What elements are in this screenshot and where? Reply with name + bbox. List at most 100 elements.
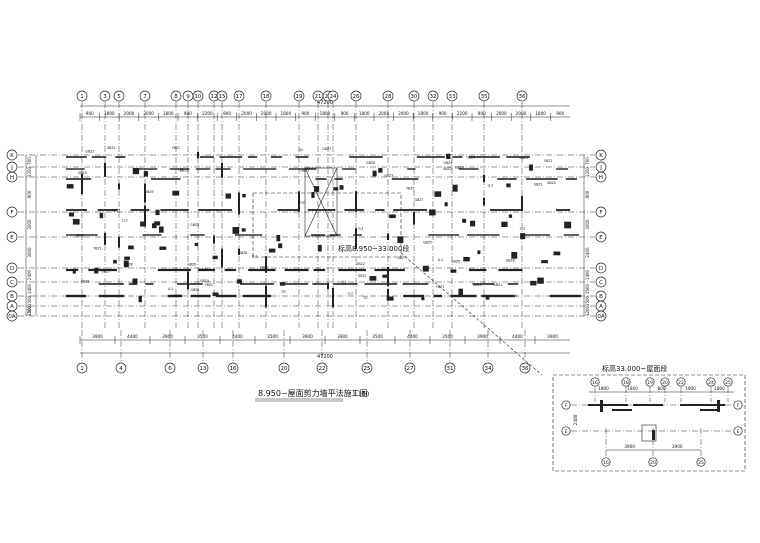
bottom-axis-6-bubble-label: 6 [168,366,172,372]
column-block [564,221,572,229]
left-dim-text: 1500 [27,305,32,316]
bottom-axis-36-bubble [519,362,531,374]
top-axis-15-bubble-label: 15 [219,94,226,100]
column-block [113,259,117,264]
left-axis-0A-bubble [6,310,18,322]
wall-label: Q1 [363,296,368,300]
right-axis-D-bubble [595,262,607,274]
wall-segment [313,268,326,272]
detail-core [641,424,657,442]
top-axis-19-bubble [293,90,305,102]
wall-label: LL3 [358,227,364,231]
left-axis-D-bubble-label: D [10,266,14,272]
column-block [278,243,283,249]
column-block [99,212,104,219]
wall-segment [311,234,326,236]
wall-segment [277,209,300,211]
column-block [268,248,276,253]
top-axis-33-bubble [446,90,458,102]
top-dim-text: 2000 [378,111,389,116]
column-block [128,245,134,250]
bottom-dim-text: 3900 [162,334,173,339]
bottom-axis-20-bubble-label: 20 [281,366,288,372]
top-axis-10-bubble-label: 10 [195,94,202,100]
detail-wall-stub [717,400,720,412]
column-block [382,274,388,278]
wall-segment [88,268,117,272]
wall-segment [364,283,398,285]
wall-label: GBZ4 [443,161,452,165]
wall-stub [213,235,215,244]
top-axis-32-bubble-label: 32 [430,94,437,100]
left-axis-0A-bubble-label: 0A [8,314,15,320]
top-axis-36-bubble [516,90,528,102]
wall-segment [526,178,558,180]
top-dim-text: 1800 [359,111,370,116]
right-axis-E-bubble-label: E [599,235,603,241]
top-axis-32-bubble [427,90,439,102]
column-block [372,170,377,177]
column-block [339,185,344,190]
top-axis-7-bubble-label: 7 [143,94,147,100]
top-dim-text: 1800 [320,111,331,116]
wall-label: LL1 [252,255,258,259]
top-axis-26-bubble [350,90,362,102]
wall-segment [215,168,231,170]
wall-label: YBZ1 [260,266,268,270]
left-axis-A-bubble-label: A [10,304,14,310]
wall-segment [452,156,463,158]
detail-bottom-axis-16-bubble [601,457,611,467]
column-block [541,260,548,264]
right-axis-A-bubble-label: A [599,304,603,310]
wall-segment [523,234,551,236]
top-axis-33-bubble-label: 33 [449,94,456,100]
wall-stub [298,191,300,212]
wall-label: Q1 [341,280,346,284]
top-axis-26-bubble-label: 26 [353,94,360,100]
top-axis-28-bubble [382,90,394,102]
wall-label: GBZ3 [534,183,543,187]
wall-segment [307,209,336,211]
detail-top-axis-19-bubble-label: 19 [647,380,653,386]
top-dim-text: 2000 [516,111,527,116]
wall-stub [221,162,223,178]
column-block [194,242,199,247]
wall-segment [145,283,154,285]
wall-segment [563,234,579,236]
wall-segment [338,268,367,272]
wall-label: GBZ6 [366,161,375,165]
right-dim-text: 900 [585,190,590,198]
wall-segment [375,209,385,211]
wall-segment [160,209,189,211]
bottom-dim-text: 3900 [92,334,103,339]
wall-label: GBZ8 [124,263,133,267]
wall-stub [118,237,120,248]
wall-segment [393,209,427,211]
column-block [333,187,339,191]
wall-segment [98,294,125,298]
detail-top-dim-text: 1800 [714,386,725,391]
wall-segment [169,168,190,170]
detail-top-axis-20-bubble [660,377,670,387]
wall-segment [391,178,419,180]
left-axis-E-bubble-label: E [10,235,14,241]
top-dim-text: 2000 [261,111,272,116]
bottom-axis-25-bubble-label: 25 [364,366,371,372]
wall-label: GBZ5 [300,169,309,173]
top-axis-35-bubble-label: 35 [481,94,488,100]
wall-label: LL3 [488,183,494,187]
left-dim-text: 3000 [27,247,32,258]
detail-wall-segment [612,409,632,411]
wall-segment [497,178,517,180]
detail-title: 标高33.000~屋面段 [602,364,667,373]
wall-segment [549,294,582,298]
wall-label: LL2 [347,291,353,295]
wall-label: YBZ2 [406,187,414,191]
column-block [212,292,219,296]
top-axis-9-bubble-label: 9 [186,94,190,100]
column-block [159,246,167,250]
left-dim-text: 1200 [27,305,32,316]
column-block [477,250,481,255]
